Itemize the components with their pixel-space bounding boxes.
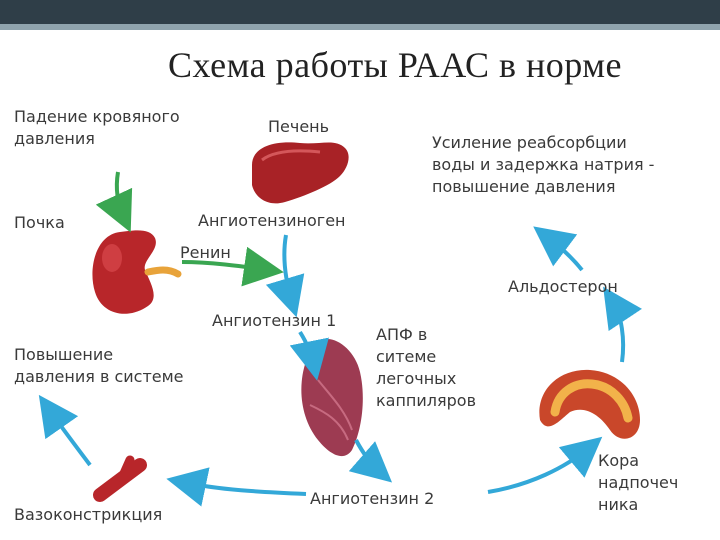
slide-top-accent-line xyxy=(0,24,720,30)
arrow-renin xyxy=(181,246,284,287)
page-title: Схема работы РААС в норме xyxy=(168,45,622,85)
slide-top-bar xyxy=(0,0,720,24)
label-aldosterone: Альдостерон xyxy=(508,277,618,296)
label-angiotensin-2: Ангиотензин 2 xyxy=(310,489,435,508)
kidney-icon xyxy=(92,230,182,314)
liver-icon xyxy=(252,142,349,204)
label-renin: Ренин xyxy=(180,243,231,262)
label-ace-lung-capillaries: АПФ в ситеме легочных каппиляров xyxy=(376,325,477,410)
arrow-a2-to-vasoconstriction xyxy=(166,467,307,507)
label-adrenal-cortex: Кора надпочеч ника xyxy=(598,451,679,514)
arrow-a1-to-lung xyxy=(289,330,329,381)
arrow-vasoconstriction-to-pressure xyxy=(38,394,92,467)
arrow-aldosterone-to-reabsorption xyxy=(533,226,584,272)
label-angiotensin-1: Ангиотензин 1 xyxy=(212,311,337,330)
label-angiotensinogen: Ангиотензиноген xyxy=(198,211,346,230)
adrenal-gland-icon xyxy=(539,369,640,439)
arrow-angiotensinogen-to-a1 xyxy=(265,234,305,318)
arrow-lung-to-a2 xyxy=(348,439,393,483)
label-liver: Печень xyxy=(268,117,330,136)
label-pressure-rise: Повышение давления в системе xyxy=(14,345,184,386)
arrow-adrenal-to-aldosterone xyxy=(603,286,642,363)
label-reabsorption: Усиление реабсорбции воды и задержка нат… xyxy=(432,133,655,196)
blood-vessel-icon xyxy=(93,455,147,502)
label-kidney: Почка xyxy=(14,213,65,232)
label-pressure-drop: Падение кровяного давления xyxy=(14,107,180,148)
label-vasoconstriction: Вазоконстрикция xyxy=(14,505,163,524)
arrow-a2-to-adrenal xyxy=(487,436,603,494)
arrow-pressure-to-kidney xyxy=(95,171,133,233)
